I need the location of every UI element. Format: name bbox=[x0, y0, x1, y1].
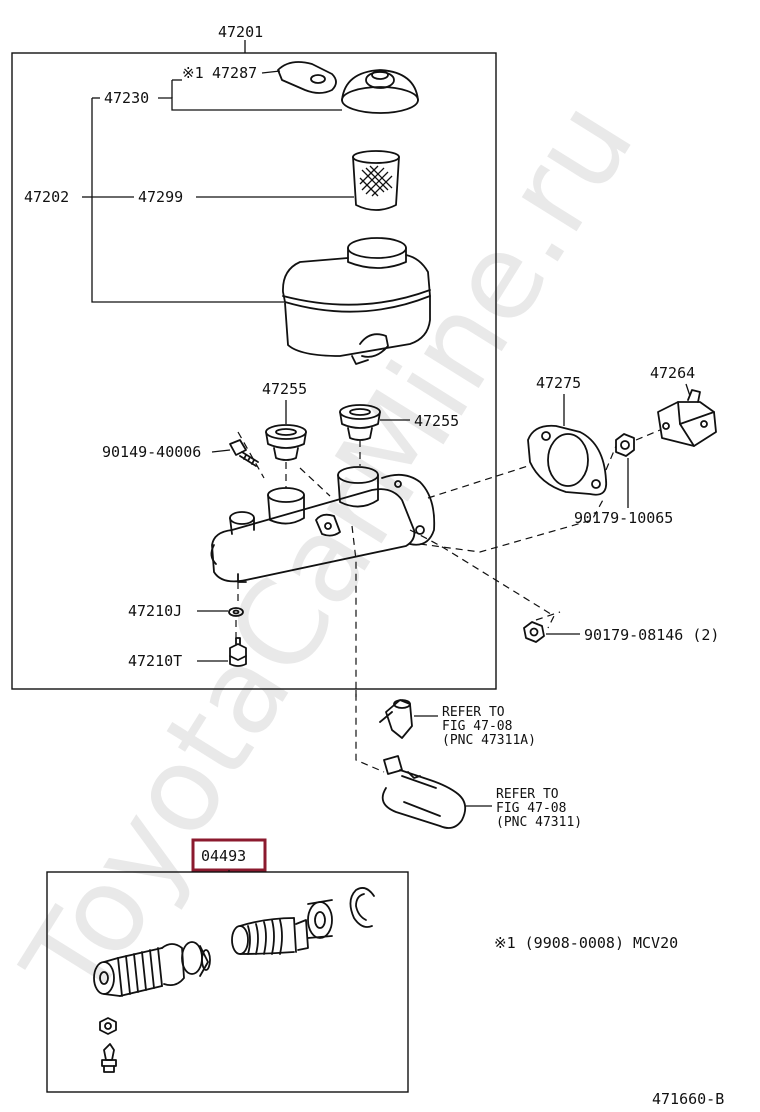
brake-tube-47311[interactable] bbox=[381, 755, 467, 829]
label-90179-08146[interactable]: 90179-08146 (2) bbox=[584, 626, 719, 644]
figure-id: 471660-B bbox=[652, 1090, 724, 1108]
cap-gasket[interactable] bbox=[277, 61, 337, 94]
refer-1-line2[interactable]: FIG 47-08 bbox=[442, 719, 512, 734]
label-47210J[interactable]: 47210J bbox=[128, 602, 182, 620]
label-47202[interactable]: 47202 bbox=[24, 188, 69, 206]
kit-nut[interactable] bbox=[99, 1017, 117, 1035]
primary-piston[interactable] bbox=[93, 941, 211, 997]
label-47255-right[interactable]: 47255 bbox=[414, 412, 459, 430]
secondary-piston[interactable] bbox=[231, 899, 333, 955]
repair-kit-frame bbox=[46, 871, 409, 1093]
nut-90179-10065[interactable] bbox=[615, 433, 635, 457]
union-fitting-47311A[interactable] bbox=[379, 699, 413, 739]
label-90179-10065[interactable]: 90179-10065 bbox=[574, 509, 673, 527]
refer-2-line2[interactable]: FIG 47-08 bbox=[496, 801, 566, 816]
bleeder-47210T[interactable] bbox=[229, 637, 247, 667]
label-47275[interactable]: 47275 bbox=[536, 374, 581, 392]
label-04493[interactable]: 04493 bbox=[201, 847, 246, 865]
master-cylinder-body[interactable] bbox=[210, 466, 436, 583]
grommet-left[interactable] bbox=[265, 424, 307, 461]
kit-bleeder[interactable] bbox=[101, 1043, 117, 1073]
bolt-90149[interactable] bbox=[229, 439, 259, 467]
label-47210T[interactable]: 47210T bbox=[128, 652, 182, 670]
watermark: ToyotaCarMine.ru bbox=[0, 78, 660, 1026]
gasket-47275[interactable] bbox=[527, 424, 608, 496]
assembly-frame bbox=[11, 52, 497, 690]
reservoir-strainer[interactable] bbox=[352, 150, 400, 211]
label-90149-40006[interactable]: 90149-40006 bbox=[102, 443, 201, 461]
refer-2-line1: REFER TO bbox=[496, 787, 559, 802]
brake-reservoir[interactable] bbox=[282, 237, 431, 365]
nut-90179-08146[interactable] bbox=[523, 621, 545, 643]
snap-ring[interactable] bbox=[349, 887, 375, 928]
label-47287[interactable]: 47287 bbox=[212, 64, 257, 82]
label-47201[interactable]: 47201 bbox=[218, 23, 263, 41]
refer-1-line3: (PNC 47311A) bbox=[442, 733, 536, 748]
label-47299[interactable]: 47299 bbox=[138, 188, 183, 206]
bracket-47264[interactable] bbox=[657, 389, 717, 447]
label-47230[interactable]: 47230 bbox=[104, 89, 149, 107]
label-47264[interactable]: 47264 bbox=[650, 364, 695, 382]
label-47255-left[interactable]: 47255 bbox=[262, 380, 307, 398]
refer-2-line3: (PNC 47311) bbox=[496, 815, 582, 830]
washer-47210J[interactable] bbox=[228, 607, 244, 617]
footnote: ※1 (9908-0008) MCV20 bbox=[494, 934, 678, 952]
mark-47287: ※1 bbox=[182, 64, 204, 82]
reservoir-cap[interactable] bbox=[341, 69, 419, 114]
refer-1-line1: REFER TO bbox=[442, 705, 505, 720]
